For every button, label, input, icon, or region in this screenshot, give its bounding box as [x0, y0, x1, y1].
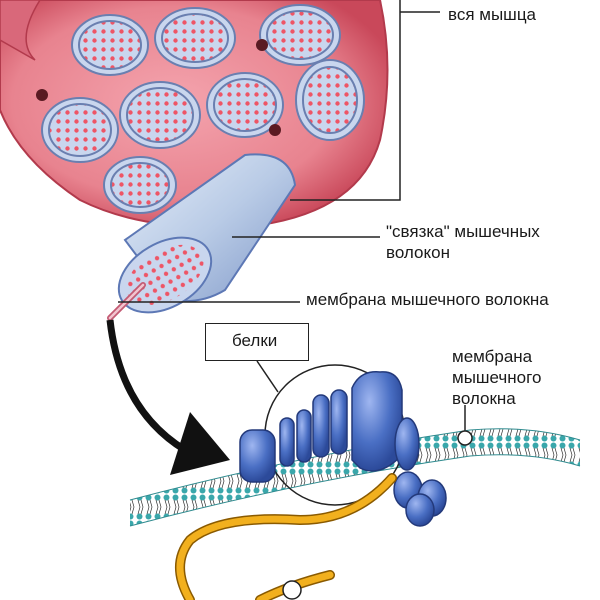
label-membrane-right-line2: мышечного	[452, 368, 542, 387]
membrane-marker	[457, 430, 473, 446]
label-fiber-bundle-line1: "связка" мышечных	[386, 222, 540, 241]
label-fiber-bundle: "связка" мышечных волокон	[386, 221, 540, 263]
leader-lines	[118, 0, 466, 432]
label-membrane-right: мембрана мышечного волокна	[452, 346, 541, 409]
label-proteins: белки	[232, 331, 278, 350]
membrane-proteins	[239, 371, 447, 527]
label-membrane-right-line3: волокна	[452, 389, 516, 408]
label-whole-muscle: вся мышца	[448, 5, 537, 24]
proteins-label-box	[205, 323, 309, 361]
muscle-fiber-bundle	[107, 153, 297, 321]
zoom-arrow	[106, 319, 230, 475]
label-membrane-right-line1: мембрана	[452, 347, 533, 366]
label-fiber-bundle-line2: волокон	[386, 243, 450, 262]
cytoskeleton-filament	[175, 473, 397, 600]
whole-muscle-cross-section	[0, 0, 389, 229]
label-fiber-membrane: мембрана мышечного волокна	[306, 290, 549, 309]
